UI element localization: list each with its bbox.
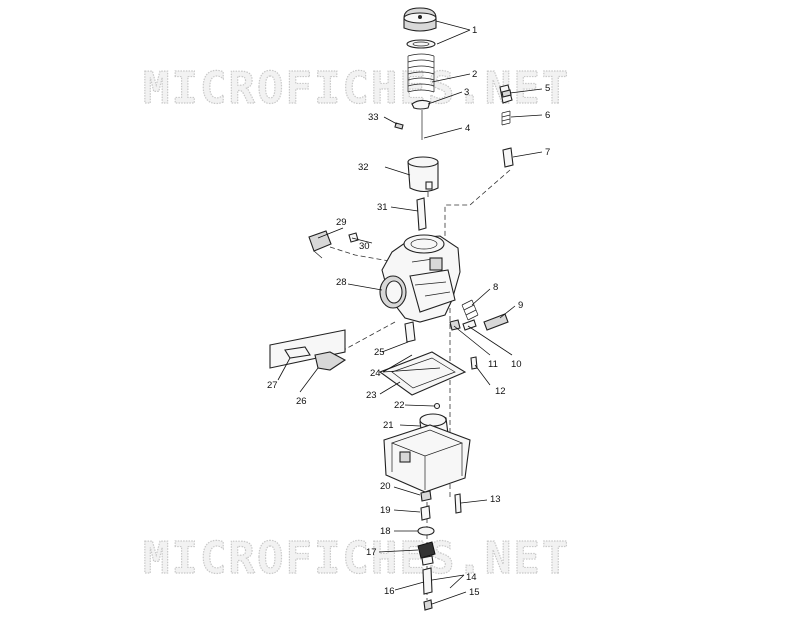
part-8-spring [461, 299, 479, 321]
part-25-jet [404, 321, 416, 343]
callout-19: 19 [380, 505, 391, 516]
callout-29: 29 [336, 217, 347, 228]
callout-12: 12 [495, 386, 506, 397]
callout-15: 15 [469, 587, 480, 598]
callout-6: 6 [545, 110, 550, 121]
part-26-27-bracket [269, 329, 347, 371]
callout-30: 30 [359, 241, 370, 252]
part-32-throttle-slide [407, 156, 439, 193]
callout-23: 23 [366, 390, 377, 401]
callout-32: 32 [358, 162, 369, 173]
part-18-o-ring [417, 526, 435, 536]
callout-7: 7 [545, 147, 550, 158]
watermark-bottom: MICROFICHES.NET [143, 533, 570, 584]
callout-26: 26 [296, 396, 307, 407]
callout-16: 16 [384, 586, 395, 597]
part-23-gasket [378, 351, 467, 396]
part-2-spring [407, 53, 435, 93]
callout-17: 17 [366, 547, 377, 558]
part-9-screw [483, 313, 509, 331]
callout-5: 5 [545, 83, 550, 94]
part-20-washer [420, 490, 432, 502]
part-29-starter-plunger [308, 230, 332, 259]
callout-14: 14 [466, 572, 477, 583]
part-7-plunger [502, 147, 514, 168]
carburetor-body [379, 234, 461, 323]
part-11-screw [449, 319, 461, 331]
part-10-screw [462, 319, 477, 331]
leader-lines [277, 20, 543, 605]
callout-21: 21 [383, 420, 394, 431]
callout-24: 24 [370, 368, 381, 379]
part-17-main-jet [417, 541, 436, 566]
callout-9: 9 [518, 300, 523, 311]
callout-2: 2 [472, 69, 477, 80]
part-6-small-spring [501, 110, 511, 126]
callout-10: 10 [511, 359, 522, 370]
part-22-pin [433, 402, 441, 410]
callout-4: 4 [465, 123, 470, 134]
part-33-pin [394, 122, 404, 130]
callout-labels: 1 2 3 4 5 6 7 8 9 10 11 12 13 14 15 16 1… [267, 25, 550, 598]
part-30-cap [348, 232, 359, 243]
part-5-fitting [499, 84, 513, 104]
callout-20: 20 [380, 481, 391, 492]
part-16-needle-jet [422, 567, 433, 595]
part-1-top-cap [403, 7, 437, 49]
part-15-tip [423, 599, 433, 611]
callout-3: 3 [464, 87, 469, 98]
part-31-screw [416, 197, 427, 231]
float-bowl [383, 424, 471, 493]
callout-33: 33 [368, 112, 379, 123]
callout-1: 1 [472, 25, 477, 36]
callout-13: 13 [490, 494, 501, 505]
part-12-screw [470, 356, 478, 370]
part-13-screw [454, 493, 462, 514]
callout-31: 31 [377, 202, 388, 213]
watermark-top: MICROFICHES.NET [143, 63, 570, 114]
callout-11: 11 [488, 359, 498, 370]
callout-25: 25 [374, 347, 385, 358]
callout-18: 18 [380, 526, 391, 537]
callout-28: 28 [336, 277, 347, 288]
part-19-jet [420, 505, 431, 521]
callout-27: 27 [267, 380, 278, 391]
part-3-clip [411, 99, 431, 110]
callout-22: 22 [394, 400, 405, 411]
callout-8: 8 [493, 282, 498, 293]
